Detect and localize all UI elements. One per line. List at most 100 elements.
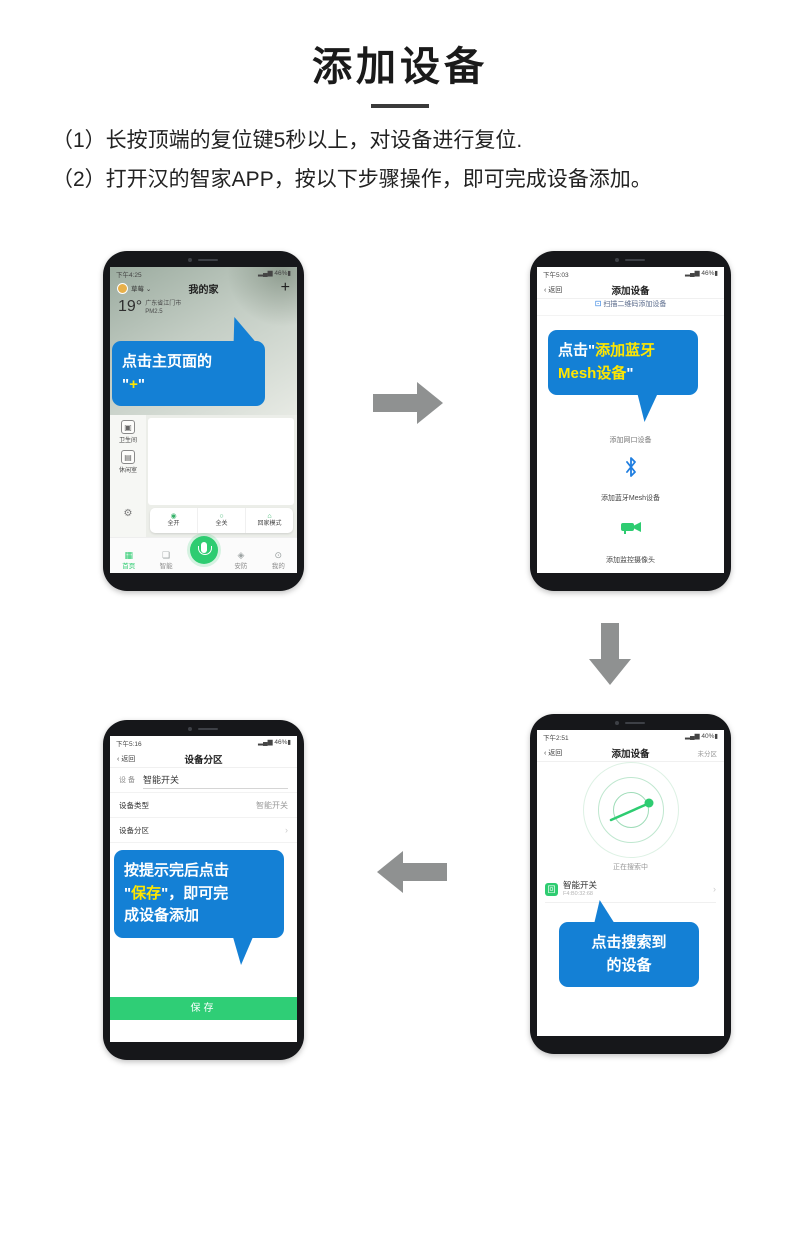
bottom-nav: ▦ 首页 ❏ 智能 ◈ 安防 ⊙ 我的 bbox=[110, 534, 297, 573]
weather-widget: 19° 广东省江门市 PM2.5 bbox=[110, 295, 297, 320]
status-time: 下午2:51 bbox=[543, 735, 569, 742]
zone-selector[interactable]: 未分区 bbox=[697, 750, 718, 758]
quick-actions-bar: ◉ 全开 ○ 全关 ⌂ 回家模式 bbox=[150, 508, 293, 533]
nav-security[interactable]: ◈ 安防 bbox=[222, 550, 259, 570]
radar-device-icon bbox=[583, 762, 679, 858]
callout-text: 点击" bbox=[558, 342, 596, 359]
status-time: 下午4:25 bbox=[116, 272, 142, 279]
voice-button-wrap bbox=[185, 534, 222, 570]
add-mesh-device-option[interactable]: 添加蓝牙Mesh设备 bbox=[600, 495, 661, 502]
status-icons: ▂▄▆ 40%▮ bbox=[685, 733, 718, 740]
field-label: 设 备 bbox=[119, 777, 135, 784]
home-screen: 下午4:25 ▂▄▆ 46%▮ 草莓 ⌄ 我的家 + 19° 广东省江门市 PM… bbox=[110, 267, 297, 573]
callout-tap-save: 按提示完后点击 "保存"，即可完 成设备添加 bbox=[114, 850, 284, 965]
avatar[interactable] bbox=[117, 282, 128, 294]
status-bar: 下午2:51 ▂▄▆ 40%▮ bbox=[537, 730, 724, 742]
status-bar: 下午5:16 ▂▄▆ 46%▮ bbox=[110, 736, 297, 748]
phone-home-screen: 下午4:25 ▂▄▆ 46%▮ 草莓 ⌄ 我的家 + 19° 广东省江门市 PM… bbox=[103, 251, 304, 591]
phone-add-device-menu: 下午5:03 ▂▄▆ 46%▮ ‹ 返回 添加设备 ⊡ 扫描二维码添加设备 添加… bbox=[530, 251, 731, 591]
nav-home[interactable]: ▦ 首页 bbox=[110, 550, 147, 570]
callout-tap-found-device: 点击搜索到 的设备 bbox=[559, 900, 699, 987]
callout-tap-mesh: 点击"添加蓝牙 Mesh设备" bbox=[548, 330, 698, 422]
back-button[interactable]: ‹ 返回 bbox=[544, 749, 563, 757]
flow-arrow-right bbox=[373, 382, 443, 424]
quick-action-home-mode[interactable]: ⌂ 回家模式 bbox=[245, 508, 293, 533]
qr-scan-icon: ⊡ bbox=[594, 299, 602, 308]
callout-text: 点击主页面的 bbox=[122, 353, 213, 370]
quick-action-label: 全关 bbox=[215, 521, 228, 528]
callout-tail bbox=[587, 900, 615, 923]
all-on-icon: ◉ bbox=[170, 512, 177, 520]
app-bar: ‹ 返回 添加设备 未分区 bbox=[537, 744, 724, 762]
gear-icon[interactable]: ⚙ bbox=[123, 508, 133, 519]
screen-title: 添加设备 bbox=[611, 285, 650, 297]
callout-tail bbox=[630, 394, 658, 422]
field-label: 设备类型 bbox=[119, 800, 149, 810]
callout-highlight: 保存 bbox=[131, 884, 162, 902]
nav-mine[interactable]: ⊙ 我的 bbox=[260, 550, 297, 570]
status-bar: 下午4:25 ▂▄▆ 46%▮ bbox=[110, 267, 297, 279]
device-name-field: 设 备 智能开关 bbox=[110, 768, 297, 793]
camera-icon bbox=[537, 519, 724, 535]
bluetooth-icon bbox=[537, 457, 724, 477]
quote: " bbox=[124, 884, 132, 902]
callout-highlight: + bbox=[129, 375, 138, 393]
back-button[interactable]: ‹ 返回 bbox=[544, 286, 563, 294]
callout-text: 的设备 bbox=[606, 956, 652, 974]
room-item-lounge[interactable]: ▤ 休闲室 bbox=[119, 450, 137, 474]
smart-nav-icon: ❏ bbox=[162, 549, 171, 560]
add-network-device-option[interactable]: 添加网口设备 bbox=[609, 437, 652, 444]
arrow-shaft bbox=[403, 863, 447, 881]
status-time: 下午5:16 bbox=[116, 741, 142, 748]
back-button[interactable]: ‹ 返回 bbox=[117, 755, 136, 763]
arrow-head bbox=[417, 382, 443, 424]
arrow-shaft bbox=[601, 623, 619, 659]
callout-text: "，即可完 bbox=[161, 884, 229, 902]
callout-text: 点击搜索到 bbox=[591, 934, 667, 951]
found-device-row[interactable]: 回 智能开关 F4:B0:32:68 › bbox=[545, 876, 716, 903]
flow-arrow-left bbox=[377, 851, 447, 893]
save-button[interactable]: 保存 bbox=[110, 997, 297, 1020]
security-nav-icon: ◈ bbox=[237, 549, 245, 560]
quick-action-label: 回家模式 bbox=[257, 521, 282, 528]
callout-tap-plus: 点击主页面的 "+" bbox=[112, 317, 265, 406]
device-type-value: 智能开关 bbox=[256, 800, 288, 810]
callout-tail bbox=[227, 936, 253, 965]
callout-text: 按提示完后点击 bbox=[124, 862, 230, 879]
screen-title: 设备分区 bbox=[184, 754, 223, 766]
chevron-right-icon: › bbox=[285, 825, 288, 835]
plus-add-button[interactable]: + bbox=[280, 279, 290, 296]
scan-qr-label: 扫描二维码添加设备 bbox=[603, 301, 667, 308]
callout-highlight: 添加蓝牙 bbox=[595, 342, 656, 359]
phone-device-zone: 下午5:16 ▂▄▆ 46%▮ ‹ 返回 设备分区 设 备 智能开关 设备类型 … bbox=[103, 720, 304, 1060]
status-icons: ▂▄▆ 46%▮ bbox=[258, 270, 291, 277]
user-name[interactable]: 草莓 ⌄ bbox=[131, 283, 151, 293]
arrow-shaft bbox=[373, 394, 417, 412]
status-time: 下午5:03 bbox=[543, 272, 569, 279]
device-zone-field[interactable]: 设备分区 › bbox=[110, 818, 297, 843]
lounge-icon: ▤ bbox=[120, 450, 135, 464]
home-mode-icon: ⌂ bbox=[267, 512, 272, 520]
microphone-button[interactable] bbox=[189, 536, 218, 564]
scan-qr-option[interactable]: ⊡ 扫描二维码添加设备 bbox=[537, 299, 724, 316]
device-id: F4:B0:32:68 bbox=[563, 890, 593, 897]
status-bar: 下午5:03 ▂▄▆ 46%▮ bbox=[537, 267, 724, 279]
callout-text: 成设备添加 bbox=[124, 907, 200, 924]
screen-title: 添加设备 bbox=[611, 748, 650, 760]
quick-action-all-on[interactable]: ◉ 全开 bbox=[150, 508, 197, 533]
device-name-input[interactable]: 智能开关 bbox=[142, 771, 288, 789]
home-header: 草莓 ⌄ 我的家 + bbox=[110, 279, 297, 296]
nav-smart[interactable]: ❏ 智能 bbox=[147, 550, 184, 570]
searching-label: 正在搜索中 bbox=[613, 864, 648, 871]
step-1: （1）长按顶端的复位键5秒以上，对设备进行复位. bbox=[52, 129, 523, 152]
add-camera-option[interactable]: 添加监控摄像头 bbox=[606, 557, 655, 564]
nav-label: 首页 bbox=[122, 563, 136, 570]
room-item-bathroom[interactable]: ▣ 卫生间 bbox=[119, 420, 137, 444]
quick-action-all-off[interactable]: ○ 全关 bbox=[197, 508, 245, 533]
pm25-label: PM2.5 bbox=[145, 309, 163, 316]
radar-ring bbox=[582, 762, 679, 858]
callout-highlight: Mesh设备 bbox=[558, 364, 627, 382]
nav-label: 我的 bbox=[271, 563, 285, 570]
phone-search-device: 下午2:51 ▂▄▆ 40%▮ ‹ 返回 添加设备 未分区 正在搜索中 回 bbox=[530, 714, 731, 1054]
page-title: 添加设备 bbox=[312, 45, 488, 89]
